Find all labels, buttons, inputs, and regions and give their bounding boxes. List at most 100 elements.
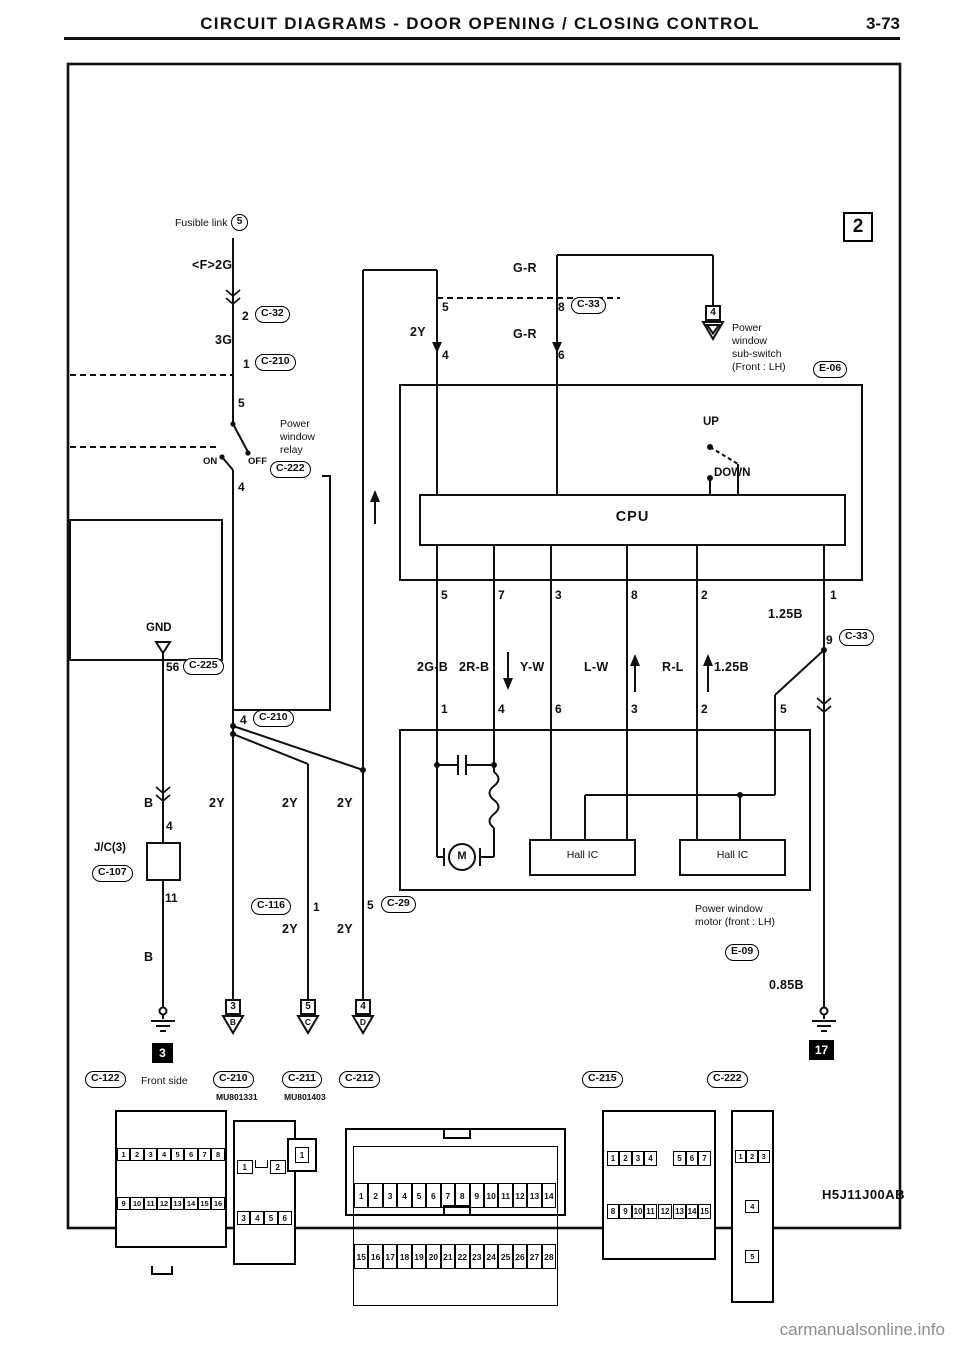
pin-cell: 21 bbox=[440, 1244, 456, 1269]
pin-cell: 15 bbox=[197, 1197, 212, 1210]
pin-cell: 15 bbox=[354, 1244, 369, 1269]
pin-number-c29: 5 bbox=[367, 898, 374, 912]
cpu-pin: 7 bbox=[498, 588, 505, 602]
pin-cell: 9 bbox=[619, 1204, 632, 1219]
pin-cell: 22 bbox=[455, 1244, 470, 1269]
pin-cell: 2 bbox=[619, 1151, 632, 1166]
connector-c210-second: C-210 bbox=[253, 710, 294, 727]
dest-marker-number: 3 bbox=[230, 1001, 236, 1012]
jc-pin-in: 4 bbox=[166, 819, 173, 833]
pin-number-c33-9: 9 bbox=[826, 633, 833, 647]
section-marker: 2 bbox=[843, 212, 873, 242]
hall-ic-label: Hall IC bbox=[566, 849, 599, 861]
wire-label-2y: 2Y bbox=[337, 796, 353, 810]
pin-cell: 28 bbox=[541, 1244, 557, 1269]
wire-label-2y: 2Y bbox=[337, 922, 353, 936]
pin-cell: 15 bbox=[698, 1204, 711, 1219]
pin-cell: 26 bbox=[512, 1244, 528, 1269]
watermark: carmanualsonline.info bbox=[779, 1320, 945, 1339]
pin-cell: 1 bbox=[606, 1151, 620, 1166]
cpu-label: CPU bbox=[615, 509, 650, 525]
pin-cell: 16 bbox=[211, 1197, 225, 1210]
pin-cell: 3 bbox=[631, 1151, 645, 1166]
pin-cell: 1 bbox=[116, 1148, 131, 1161]
pin-cell: 19 bbox=[411, 1244, 427, 1269]
wire-label-2y: 2Y bbox=[410, 325, 426, 339]
cpu-pin: 1 bbox=[830, 588, 837, 602]
wire-label: 2G-B bbox=[417, 660, 449, 674]
pin-cell: 25 bbox=[498, 1244, 513, 1269]
dest-marker-number: 4 bbox=[360, 1001, 366, 1012]
connector-c212-pinout-label: C-212 bbox=[339, 1071, 380, 1088]
connector-notch bbox=[254, 1160, 268, 1168]
pin-cell: 1 bbox=[236, 1160, 253, 1174]
pin-number-c33-5: 5 bbox=[442, 300, 449, 314]
pin-cell: 3 bbox=[757, 1150, 770, 1163]
pin-cell: 10 bbox=[483, 1183, 499, 1208]
connector-c210: C-210 bbox=[255, 354, 296, 371]
wire-label-2y: 2Y bbox=[282, 922, 298, 936]
motor-pin: 4 bbox=[498, 702, 505, 716]
pin-number-c210b: 4 bbox=[240, 713, 247, 727]
pin-cell: 8 bbox=[211, 1148, 225, 1161]
pin-cell: 9 bbox=[116, 1197, 131, 1210]
pin-cell: 17 bbox=[382, 1244, 398, 1269]
motor-pin: 3 bbox=[631, 702, 638, 716]
wire-label-gr: G-R bbox=[513, 261, 537, 275]
wire-label-125b: 1.25B bbox=[768, 607, 803, 621]
wire-label-2y: 2Y bbox=[209, 796, 225, 810]
pin-cell: 2 bbox=[746, 1150, 758, 1163]
pin-number-c32: 2 bbox=[242, 309, 249, 323]
dest-marker-number: 4 bbox=[710, 307, 716, 318]
wire-label: 2R-B bbox=[459, 660, 490, 674]
connector-c29: C-29 bbox=[381, 896, 416, 913]
pin-cell: 6 bbox=[426, 1183, 441, 1208]
connector-c225: C-225 bbox=[183, 658, 224, 675]
pin-cell: 6 bbox=[184, 1148, 198, 1161]
cpu-pin: 5 bbox=[441, 588, 448, 602]
wire-label-f2g: <F>2G bbox=[192, 258, 233, 272]
pin-cell: 10 bbox=[631, 1204, 645, 1219]
connector-c211-pinout: 1 bbox=[287, 1102, 317, 1208]
connector-c211-pinout-label: C-211 bbox=[282, 1071, 323, 1088]
wire-label: Y-W bbox=[520, 660, 545, 674]
pin-cell: 11 bbox=[143, 1197, 158, 1210]
pin-cell: 2 bbox=[130, 1148, 144, 1161]
pin-cell: 20 bbox=[426, 1244, 441, 1269]
pin-cell: 9 bbox=[469, 1183, 484, 1208]
pin-cell: 2 bbox=[269, 1160, 286, 1174]
pin-cell: 4 bbox=[644, 1151, 657, 1166]
connector-e06: E-06 bbox=[813, 361, 848, 378]
connector-c33-second: C-33 bbox=[839, 629, 874, 646]
relay-pin-out: 4 bbox=[238, 480, 245, 494]
pin-number-c116: 1 bbox=[313, 900, 320, 914]
connector-e09: E-09 bbox=[725, 944, 760, 961]
relay-pin-in: 5 bbox=[238, 396, 245, 410]
pin-cell: 24 bbox=[483, 1244, 499, 1269]
page-title: CIRCUIT DIAGRAMS - DOOR OPENING / CLOSIN… bbox=[200, 14, 760, 33]
hall-ic-label: Hall IC bbox=[716, 849, 749, 861]
pin-cell: 4 bbox=[157, 1148, 171, 1161]
motor-pin: 6 bbox=[555, 702, 562, 716]
motor-symbol-label: M bbox=[457, 850, 467, 862]
connector-tab bbox=[443, 1205, 471, 1214]
pin-cell: 1 bbox=[734, 1150, 747, 1163]
pin-cell: 27 bbox=[527, 1244, 542, 1269]
pin-cell: 23 bbox=[469, 1244, 484, 1269]
gnd-label: GND bbox=[146, 622, 172, 634]
dest-marker-letter: B bbox=[229, 1017, 237, 1027]
pin-cell: 10 bbox=[130, 1197, 144, 1210]
connector-part-code: MU801331 bbox=[216, 1092, 258, 1102]
relay-name: Power window relay bbox=[280, 418, 316, 456]
pin-cell: 5 bbox=[745, 1250, 760, 1263]
pin-cell: 4 bbox=[397, 1183, 412, 1208]
wire-label-b2: B bbox=[144, 950, 154, 964]
ground-marker-right: 17 bbox=[809, 1040, 834, 1060]
connector-tab bbox=[443, 1130, 471, 1139]
pin-cell: 7 bbox=[698, 1151, 711, 1166]
fusible-link-label: Fusible link bbox=[175, 217, 228, 229]
sub-switch-label: Power window sub-switch (Front : LH) bbox=[732, 322, 786, 373]
pin-number-box-4: 4 bbox=[442, 348, 449, 362]
